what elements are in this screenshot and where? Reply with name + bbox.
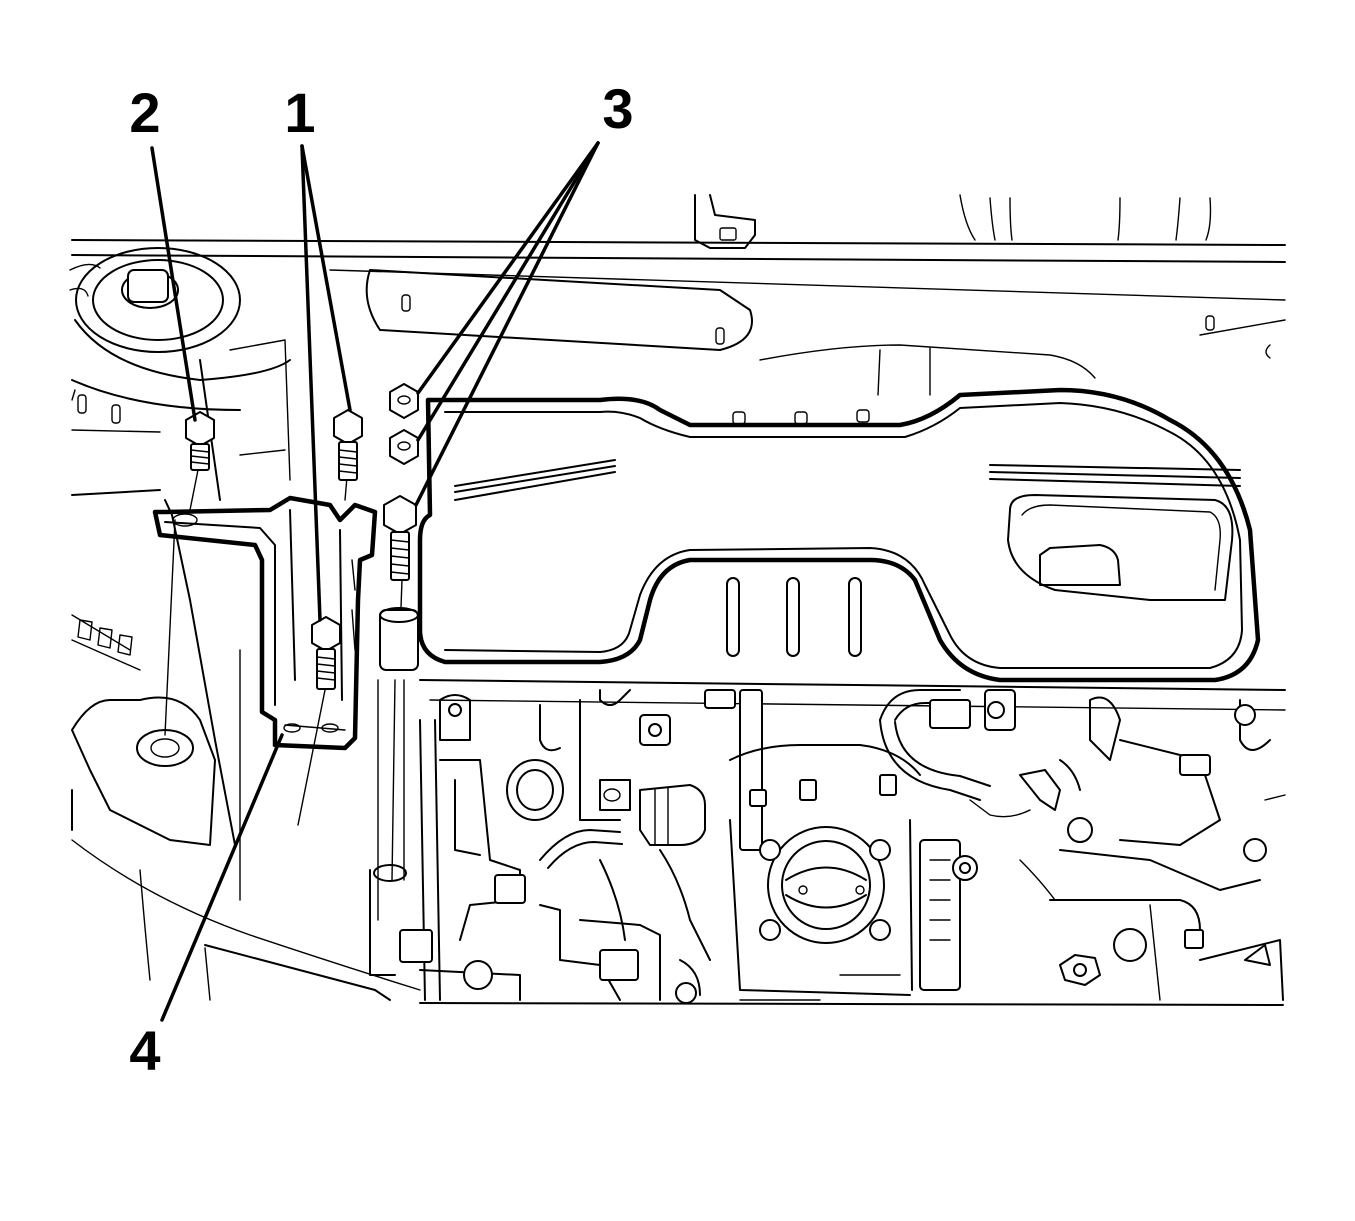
bolt-guide-lines [164,464,403,881]
leader-4 [160,733,284,1022]
bolt-3-bottom [383,495,417,581]
bolt-1-lower [311,616,341,690]
fender-apron [71,499,421,1001]
callout-label-2: 2 [129,81,160,144]
cowl-panel [71,194,1286,359]
leader-1b [300,144,322,622]
bolt-1-upper [333,409,363,481]
stud-spacer [373,607,419,921]
bracket [152,495,378,751]
strut-tower [69,247,291,501]
leader-3b [416,141,600,442]
engine-cover [417,344,1261,683]
bolt-3-top [389,383,419,419]
callout-label-1: 1 [284,81,315,144]
callout-label-3: 3 [602,77,633,140]
leader-3a [416,141,600,395]
leader-2 [150,146,197,422]
bolt-2 [185,411,215,471]
engine-lower-components [351,559,1286,1006]
leader-1a [300,144,352,412]
bolt-3-middle [389,429,419,465]
callout-leaders [150,141,600,1022]
callout-label-4: 4 [129,1019,160,1082]
leader-3c [414,141,600,507]
